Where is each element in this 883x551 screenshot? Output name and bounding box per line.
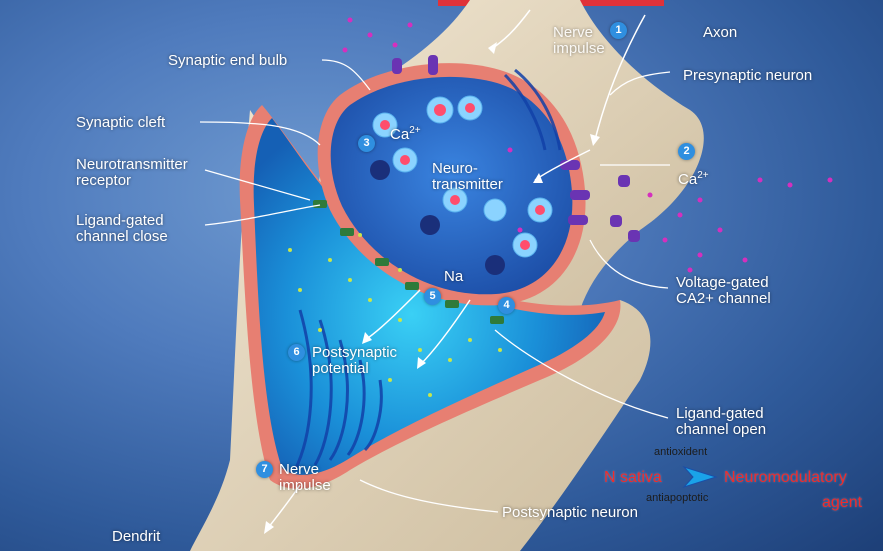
- step-6-badge: 6: [288, 344, 305, 361]
- step-1-badge: 1: [610, 22, 627, 39]
- label-axon: Axon: [703, 25, 737, 41]
- label-neurotransmitter: Neuro- transmitter: [432, 161, 503, 193]
- label-nerve-impulse-bottom: Nerve impulse: [279, 462, 331, 494]
- label-calcium-left: Ca2+: [390, 125, 421, 143]
- label-calcium-right: Ca2+: [678, 170, 709, 188]
- annotation-arrow-icon: [684, 467, 716, 487]
- label-postsynaptic-neuron: Postsynaptic neuron: [502, 505, 638, 521]
- label-synaptic-cleft: Synaptic cleft: [76, 115, 165, 131]
- step-7-badge: 7: [256, 461, 273, 478]
- label-nerve-impulse-top: Nerve impulse: [553, 25, 605, 57]
- step-4-badge: 4: [498, 297, 515, 314]
- label-dendrite: Dendrit: [112, 529, 160, 545]
- annotation-n-sativa: N sativa: [604, 469, 662, 487]
- label-sodium: Na: [444, 268, 463, 285]
- label-neurotransmitter-receptor: Neurotransmitter receptor: [76, 157, 188, 189]
- annotation-neuromodulatory: Neuromodulatory: [724, 469, 847, 487]
- annotation-antiapoptotic: antiapoptotic: [646, 492, 708, 504]
- step-2-badge: 2: [678, 143, 695, 160]
- annotation-antioxident: antioxident: [654, 446, 707, 458]
- label-voltage-gated-channel: Voltage-gated CA2+ channel: [676, 275, 771, 307]
- step-3-badge: 3: [358, 135, 375, 152]
- label-synaptic-end-bulb: Synaptic end bulb: [168, 53, 287, 69]
- annotation-agent: agent: [822, 494, 862, 512]
- label-presynaptic-neuron: Presynaptic neuron: [683, 68, 812, 84]
- label-postsynaptic-potential: Postsynaptic potential: [312, 345, 397, 377]
- label-ligand-gated-close: Ligand-gated channel close: [76, 213, 168, 245]
- step-5-badge: 5: [424, 288, 441, 305]
- label-ligand-gated-open: Ligand-gated channel open: [676, 406, 766, 438]
